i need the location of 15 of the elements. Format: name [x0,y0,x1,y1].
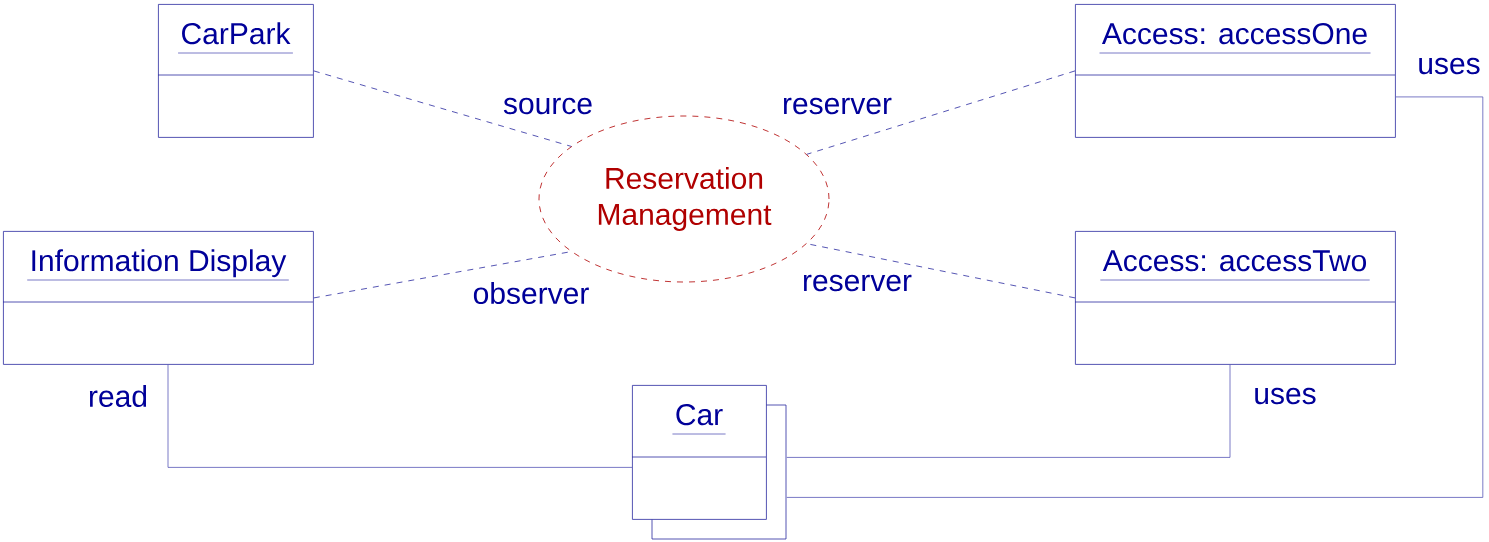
edge-label: observer [470,280,592,306]
edge-label: reserver [780,95,894,117]
edge-label: source [501,95,596,117]
link-line [786,364,1231,458]
object-box: Access: accessOne [1074,4,1396,138]
edge-label: uses [1251,385,1319,407]
edge-label: uses [1415,55,1483,77]
object-box: Access: accessTwo [1074,231,1396,365]
link-line [167,364,633,468]
object-box: CarPark [157,4,314,138]
dashed-link [313,70,572,147]
link-line [786,96,1484,498]
object-stack: Car [631,385,787,540]
object-box: Information Display [2,231,314,365]
edge-label: read [86,383,151,409]
